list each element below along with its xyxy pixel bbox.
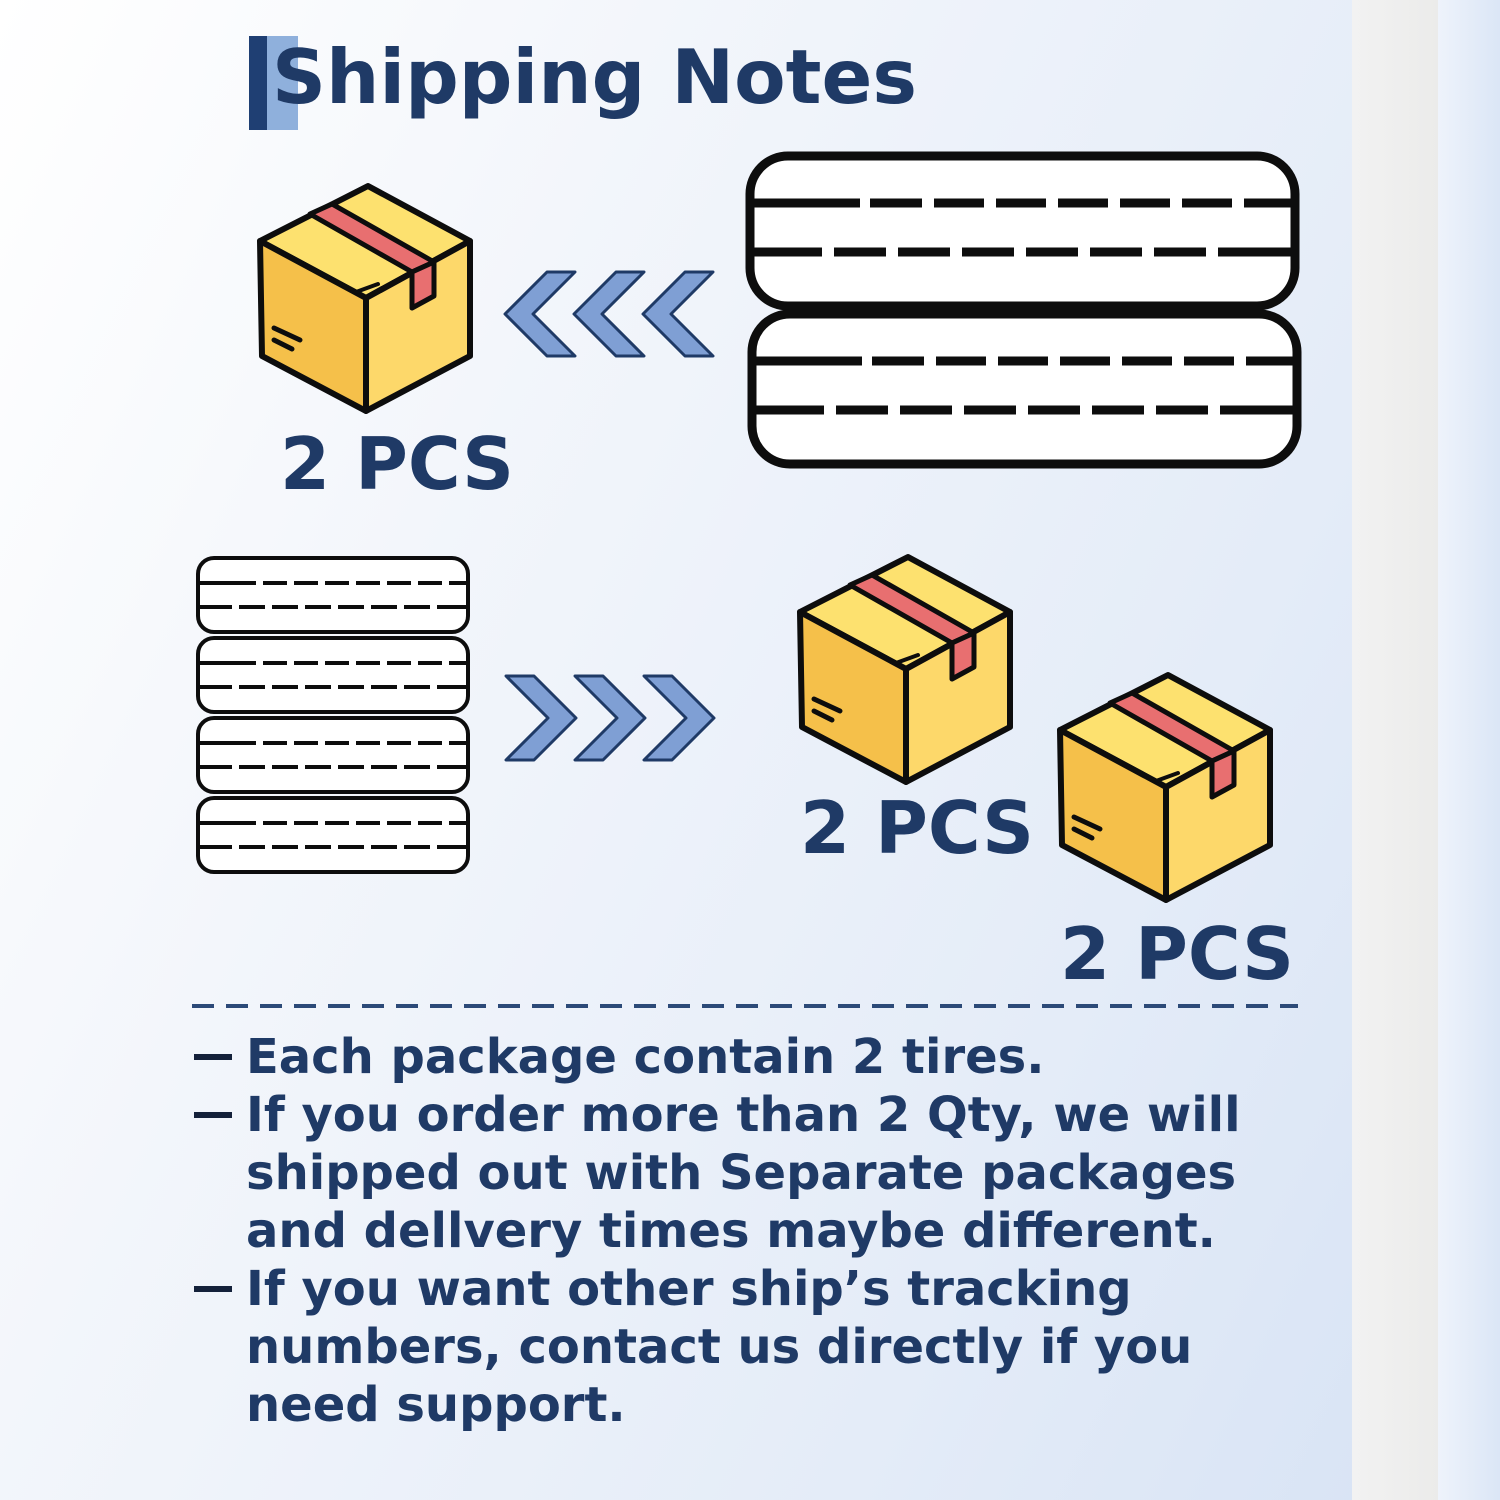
- dash-bullet-icon: [194, 1112, 232, 1118]
- tire-icon: [752, 314, 1297, 464]
- chevron-right-icon: [504, 674, 578, 762]
- cardboard-box-icon: [1060, 675, 1270, 900]
- chevron-left-icon: [641, 270, 715, 358]
- tire-icon: [196, 636, 470, 714]
- right-edge-strip: [1352, 0, 1438, 1500]
- right-edge-strip-light: [1438, 0, 1500, 1500]
- cardboard-box-icon: [800, 557, 1010, 782]
- tire-icon: [196, 556, 470, 634]
- shipping-notes-list: Each package contain 2 tires. If you ord…: [192, 1028, 1312, 1434]
- note-text: If you order more than 2 Qty, we will sh…: [246, 1087, 1241, 1259]
- tire-icon: [750, 156, 1295, 306]
- note-text: Each package contain 2 tires.: [246, 1029, 1045, 1085]
- package-quantity-low: 2 PCS: [1060, 912, 1294, 996]
- package-quantity-mid: 2 PCS: [800, 786, 1034, 870]
- package-quantity-top: 2 PCS: [280, 422, 514, 506]
- page-title: Shipping Notes: [272, 33, 918, 121]
- chevron-right-icon: [642, 674, 716, 762]
- title-accent-light: [267, 36, 298, 130]
- note-item: If you order more than 2 Qty, we will sh…: [192, 1086, 1312, 1260]
- title-accent-dark: [249, 36, 267, 130]
- chevron-right-icon: [573, 674, 647, 762]
- note-item: Each package contain 2 tires.: [192, 1028, 1312, 1086]
- tire-icon: [196, 716, 470, 794]
- note-item: If you want other ship’s tracking number…: [192, 1260, 1312, 1434]
- chevron-left-icon: [572, 270, 646, 358]
- tire-icon: [196, 796, 470, 874]
- chevron-left-icon: [503, 270, 577, 358]
- dash-bullet-icon: [194, 1054, 232, 1060]
- note-text: If you want other ship’s tracking number…: [246, 1261, 1193, 1433]
- cardboard-box-icon: [260, 186, 470, 411]
- dash-bullet-icon: [194, 1286, 232, 1292]
